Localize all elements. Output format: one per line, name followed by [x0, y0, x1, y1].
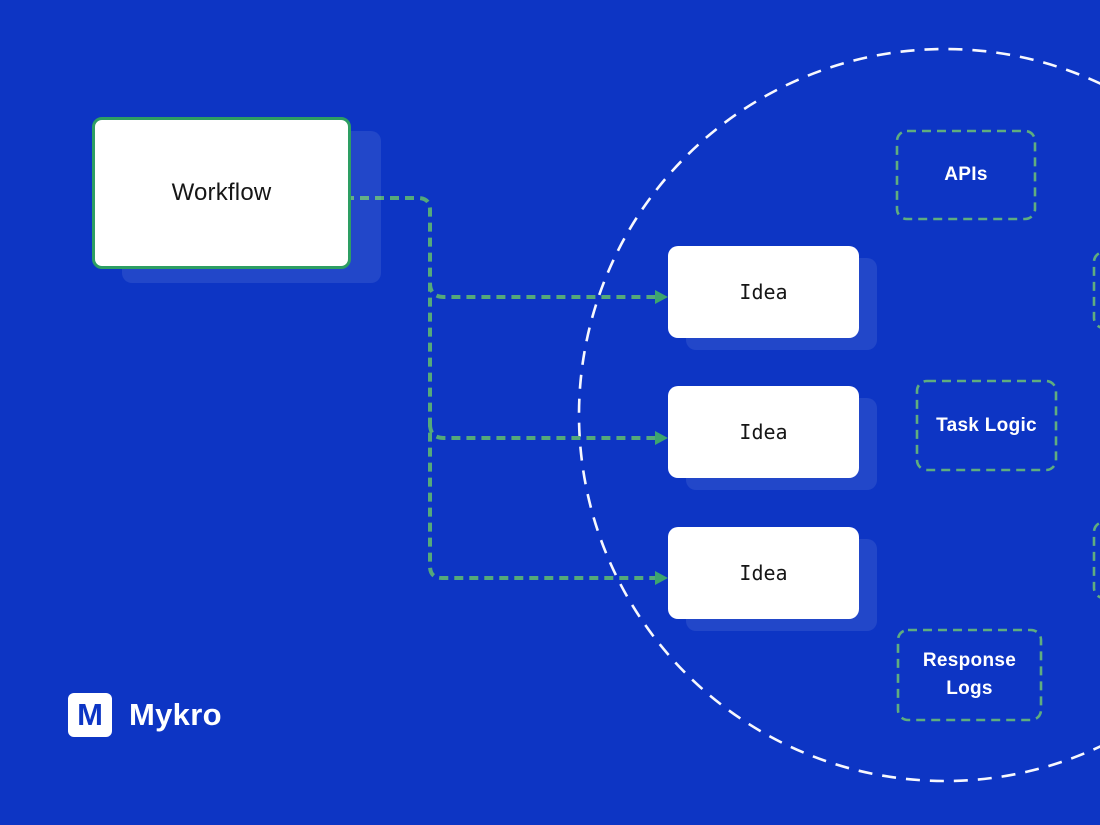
connector-branch-2 — [428, 423, 655, 440]
task-logic-box: Task Logic — [917, 381, 1056, 470]
task-logic-box-outline — [915, 379, 1058, 472]
arrowhead-idea-1 — [655, 290, 668, 304]
response-logs-box: Response Logs — [898, 630, 1041, 720]
apis-box: APIs — [897, 131, 1035, 219]
idea-node-1-label: Idea — [739, 280, 788, 304]
idea-node-2: Idea — [668, 386, 859, 478]
task-logic-box-label: Task Logic — [936, 414, 1037, 436]
arrowhead-idea-3 — [655, 571, 668, 585]
apis-box-outline — [895, 129, 1037, 221]
apis-box-label: APIs — [944, 164, 988, 186]
partial-box-bottom — [1092, 521, 1100, 599]
idea-node-3: Idea — [668, 527, 859, 619]
idea-node-1: Idea — [668, 246, 859, 338]
workflow-node: Workflow — [92, 117, 351, 269]
connector-trunk — [345, 196, 655, 580]
workflow-node-label: Workflow — [171, 179, 272, 206]
arrowhead-idea-2 — [655, 431, 668, 445]
mykro-logo-initial: M — [77, 697, 103, 732]
idea-node-3-label: Idea — [739, 561, 788, 585]
mykro-logo-name: Mykro — [129, 697, 222, 732]
brand-logo: M Mykro — [68, 693, 222, 737]
mykro-logo-mark-icon: M — [68, 693, 112, 737]
response-logs-box-outline — [896, 628, 1043, 722]
response-logs-box-label: Response Logs — [922, 650, 1017, 699]
idea-node-2-label: Idea — [739, 420, 788, 444]
connector-branch-1 — [428, 282, 655, 299]
partial-box-top — [1092, 251, 1100, 329]
